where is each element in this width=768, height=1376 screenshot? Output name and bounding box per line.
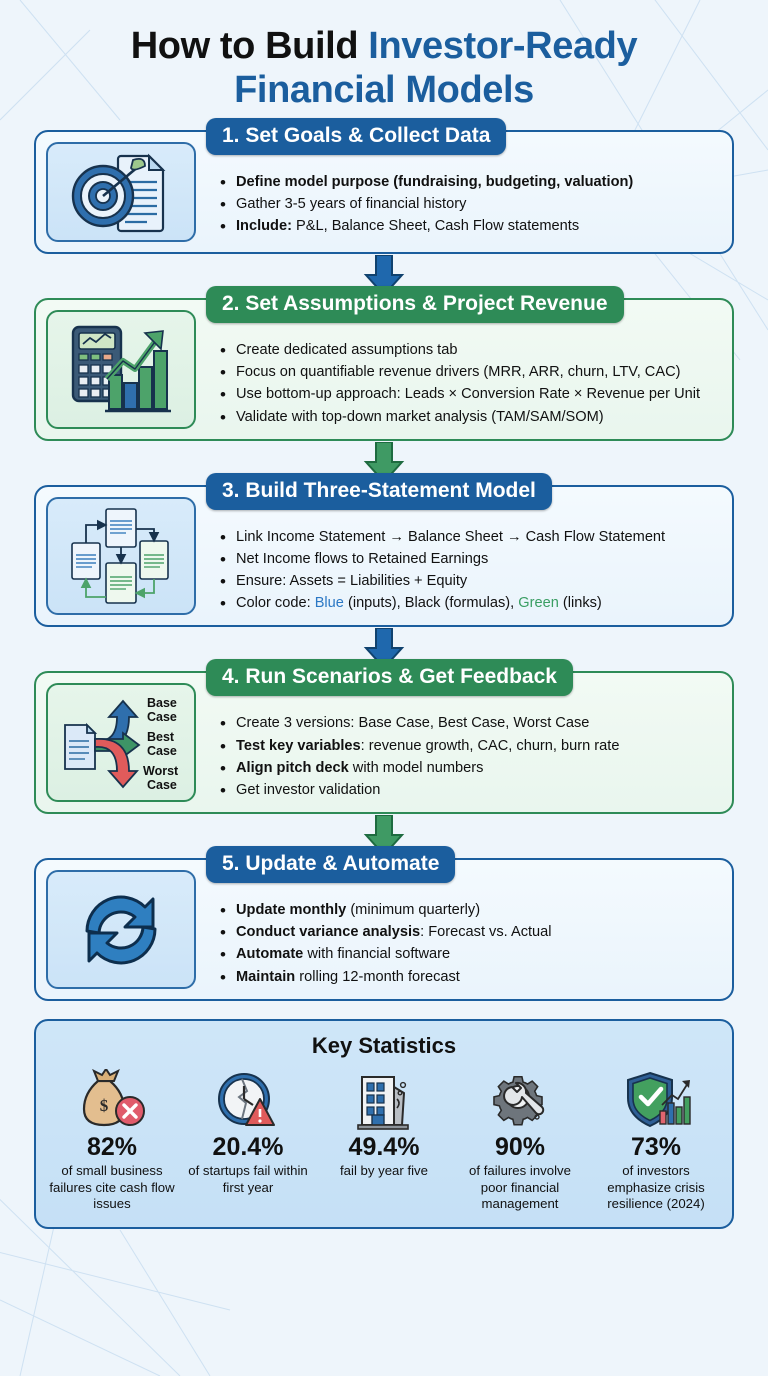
list-item: Automate with financial software — [218, 943, 722, 968]
step-1-heading: 1. Set Goals & Collect Data — [206, 118, 507, 156]
list-item: Focus on quantifiable revenue drivers (M… — [218, 361, 722, 386]
stat-value: 20.4% — [212, 1132, 284, 1161]
stat-item-4: 90% of failures involve poor financial m… — [452, 1065, 588, 1213]
list-item: Define model purpose (fundraising, budge… — [218, 171, 722, 196]
scenario-label-best-2: Case — [147, 744, 177, 758]
step-1-bullets: Define model purpose (fundraising, budge… — [210, 171, 722, 240]
list-item: Net Income flows to Retained Earnings — [218, 548, 722, 573]
list-item: Ensure: Assets = Liabilities + Equity — [218, 570, 722, 595]
list-item: Create dedicated assumptions tab — [218, 339, 722, 364]
step-3: 3. Build Three-Statement Model Link Inco… — [34, 472, 734, 628]
step-4-icon-box: Base Case Best Case Worst Case — [46, 683, 196, 803]
list-item: Validate with top-down market analysis (… — [218, 406, 722, 431]
list-item: Align pitch deck with model numbers — [218, 757, 722, 782]
list-item: Gather 3-5 years of financial history — [218, 193, 722, 218]
step-3-bullets: Link Income Statement → Balance Sheet → … — [210, 526, 722, 617]
scenario-label-base-2: Case — [147, 710, 177, 724]
step-4-heading: 4. Run Scenarios & Get Feedback — [206, 659, 573, 697]
step-3-icon-box — [46, 496, 196, 616]
linked-statements-diagram-icon — [71, 508, 169, 604]
scenario-label-base: Base — [147, 696, 177, 710]
stat-value: 90% — [494, 1132, 546, 1161]
scenario-label-worst-2: Case — [147, 778, 177, 792]
step-2-icon-box — [46, 310, 196, 429]
list-item: Conduct variance analysis: Forecast vs. … — [218, 921, 722, 946]
stat-label: of startups fail within first year — [188, 1163, 308, 1195]
step-2-heading: 2. Set Assumptions & Project Revenue — [206, 286, 624, 324]
list-item: Include: P&L, Balance Sheet, Cash Flow s… — [218, 215, 722, 240]
scenario-label-worst: Worst — [143, 764, 179, 778]
title-accent-1: Investor-Ready — [368, 25, 638, 67]
crumbling-building-icon — [357, 1075, 409, 1130]
step-5-heading: 5. Update & Automate — [206, 846, 456, 884]
stat-item-1: $ 82% of small business failures cite ca… — [44, 1065, 180, 1213]
step-3-heading: 3. Build Three-Statement Model — [206, 472, 552, 510]
stat-label: fail by year five — [340, 1163, 428, 1179]
scenario-branch-icon: Base Case Best Case Worst Case — [64, 696, 179, 792]
refresh-cycle-icon — [85, 895, 157, 965]
stat-value: 49.4% — [348, 1132, 420, 1161]
statistics-row: $ 82% of small business failures cite ca… — [44, 1065, 724, 1213]
stat-item-5: 73% of investors emphasize crisis resili… — [588, 1065, 724, 1213]
stat-item-2: 20.4% of startups fail within first year — [180, 1065, 316, 1213]
money-bag-error-icon: $ — [82, 1068, 145, 1126]
gear-wrench-icon — [493, 1075, 545, 1126]
list-item: Maintain rolling 12-month forecast — [218, 965, 722, 990]
stat-label: of small business failures cite cash flo… — [49, 1163, 175, 1212]
step-5-icon-box — [46, 870, 196, 989]
list-item: Create 3 versions: Base Case, Best Case,… — [218, 712, 722, 737]
step-2: 2. Set Assumptions & Project Revenue Cre… — [34, 286, 734, 441]
step-1: 1. Set Goals & Collect Data Define model… — [34, 118, 734, 255]
list-item: Use bottom-up approach: Leads × Conversi… — [218, 383, 722, 408]
svg-text:$: $ — [100, 1096, 109, 1115]
step-1-icon-box — [46, 142, 196, 243]
list-item: Link Income Statement → Balance Sheet → … — [218, 526, 722, 551]
target-document-icon — [71, 153, 166, 233]
list-item: Update monthly (minimum quarterly) — [218, 899, 722, 924]
step-4: Base Case Best Case Worst Case 4. Run Sc… — [34, 659, 734, 815]
stat-label: of failures involve poor financial manag… — [469, 1163, 571, 1212]
step-2-bullets: Create dedicated assumptions tab Focus o… — [210, 339, 722, 431]
stat-item-3: 49.4% fail by year five — [316, 1065, 452, 1213]
title-accent-2: Financial Models — [234, 69, 534, 112]
step-5: 5. Update & Automate Update monthly (min… — [34, 846, 734, 1001]
list-item: Color code: Blue (inputs), Black (formul… — [218, 592, 722, 617]
list-item: Test key variables: revenue growth, CAC,… — [218, 735, 722, 760]
stat-value: 82% — [86, 1132, 138, 1161]
step-4-bullets: Create 3 versions: Base Case, Best Case,… — [210, 712, 722, 804]
key-statistics-panel: Key Statistics $ 82% of small business f… — [34, 1018, 734, 1230]
cracked-clock-warning-icon — [218, 1072, 275, 1126]
scenario-label-best: Best — [147, 730, 175, 744]
list-item: Get investor validation — [218, 779, 722, 804]
page-title: How to Build Investor-Ready Financial Mo… — [18, 0, 750, 112]
shield-check-chart-icon — [627, 1071, 691, 1127]
step-5-bullets: Update monthly (minimum quarterly) Condu… — [210, 899, 722, 990]
stat-value: 73% — [630, 1132, 682, 1161]
stat-label: of investors emphasize crisis resilience… — [607, 1163, 705, 1212]
title-plain: How to Build — [130, 25, 369, 67]
calculator-growth-chart-icon — [71, 326, 171, 413]
statistics-title: Key Statistics — [311, 1032, 457, 1058]
